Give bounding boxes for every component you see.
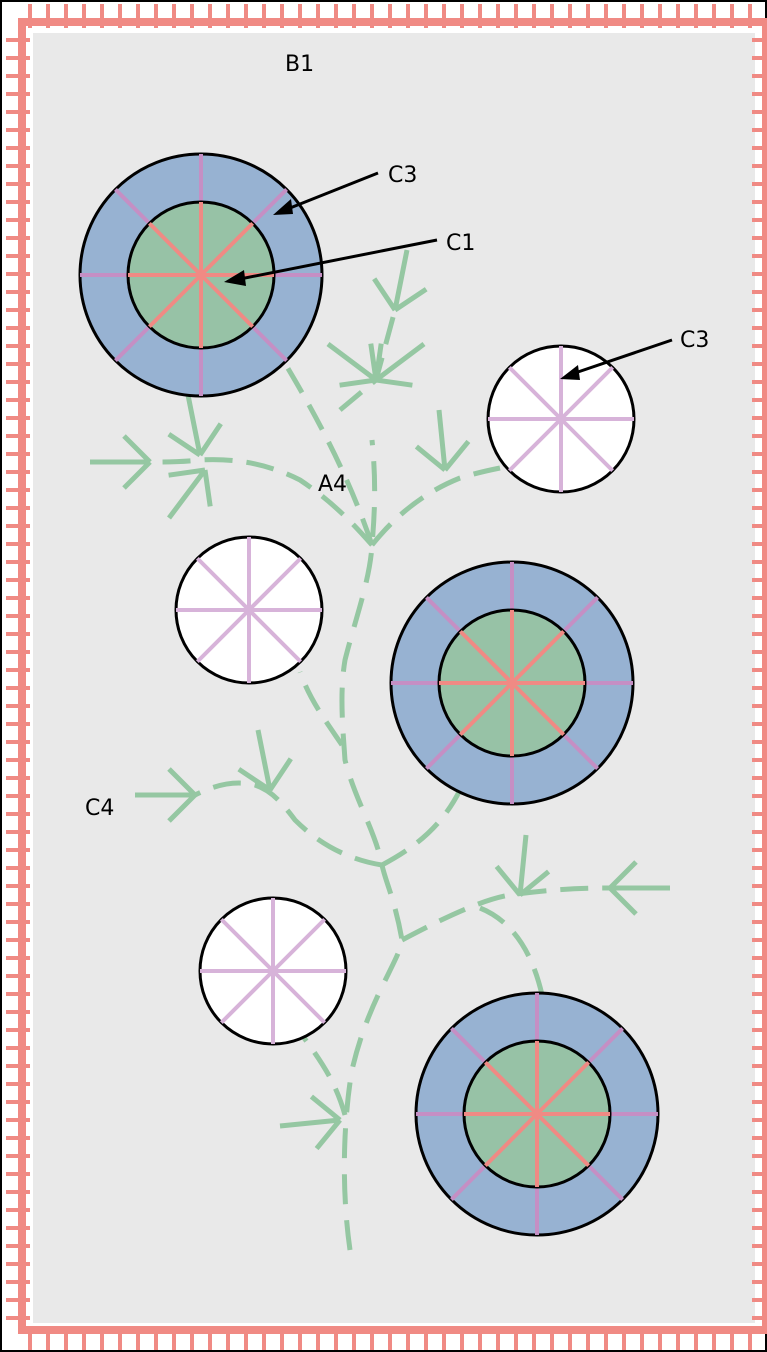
- outer-spoke: [450, 1027, 487, 1064]
- white-plant: [198, 896, 348, 1046]
- inner-spoke: [510, 629, 566, 685]
- branch-network: [90, 249, 670, 1251]
- white-spoke: [559, 365, 615, 421]
- label-callout-outer-ring: C3: [388, 163, 417, 188]
- white-plant: [486, 344, 636, 494]
- inner-spoke: [483, 1112, 539, 1168]
- branch-mid-left: [193, 780, 383, 868]
- outer-spoke: [562, 733, 599, 770]
- rose-plants: [78, 152, 660, 1237]
- branch-arrow: [279, 1094, 342, 1151]
- outer-spoke: [562, 596, 599, 633]
- rose-plant: [389, 560, 635, 806]
- white-spoke: [507, 365, 563, 421]
- branch-arrow: [237, 729, 293, 793]
- callout-arrowhead-inner: [224, 270, 246, 286]
- annotations: B1 C3 C1 C3 A4 C4: [85, 52, 709, 821]
- branch-arrow: [90, 434, 152, 490]
- white-plant: [174, 535, 324, 685]
- white-spoke: [507, 417, 563, 473]
- outer-spoke: [450, 1164, 487, 1201]
- inner-spoke: [199, 273, 255, 329]
- inner-spoke: [199, 221, 255, 277]
- branch-arrow: [608, 860, 670, 916]
- inner-spoke: [535, 1060, 591, 1116]
- branch-low-rose: [479, 905, 548, 1011]
- inner-spoke: [458, 681, 514, 737]
- white-spoke: [219, 917, 275, 973]
- callout-arrow-inner: [239, 238, 438, 281]
- label-callout-inner-disc: C1: [446, 231, 475, 256]
- outer-spoke: [251, 325, 288, 362]
- branch-mid-right: [380, 788, 463, 868]
- outer-spoke: [587, 1164, 624, 1201]
- outer-spoke: [425, 733, 462, 770]
- white-spoke: [247, 556, 303, 612]
- white-spoke: [219, 969, 275, 1025]
- callout-arrow-outer: [284, 171, 379, 212]
- inner-spoke: [535, 1112, 591, 1168]
- main-stem: [339, 439, 405, 1251]
- white-plants: [174, 344, 636, 1046]
- label-branch: C4: [85, 796, 114, 821]
- white-spoke: [271, 917, 327, 973]
- rose-plant: [414, 991, 660, 1237]
- callout-arrowhead-white: [560, 365, 580, 380]
- branch-arrow: [372, 249, 428, 313]
- bed-border: [6, 4, 767, 1350]
- inner-spoke: [510, 681, 566, 737]
- outer-spoke: [251, 188, 288, 225]
- branch-arrow: [414, 409, 471, 472]
- outer-spoke: [114, 325, 151, 362]
- branch-arrow: [167, 394, 223, 458]
- label-path: A4: [318, 472, 347, 497]
- branch-arrow: [494, 834, 551, 897]
- branch-low-right: [400, 885, 611, 943]
- branch-arrow: [326, 342, 379, 388]
- branch-arrow: [135, 767, 197, 823]
- branch-top-left: [149, 457, 374, 547]
- outer-spoke: [587, 1027, 624, 1064]
- white-spoke: [195, 556, 251, 612]
- inner-spoke: [483, 1060, 539, 1116]
- white-spoke: [247, 608, 303, 664]
- callout-arrow-white: [571, 338, 673, 376]
- white-spoke: [271, 969, 327, 1025]
- rose-plant: [78, 152, 324, 398]
- border-rail: [18, 18, 767, 1334]
- white-spoke: [559, 417, 615, 473]
- inner-spoke: [147, 221, 203, 277]
- callout-arrowhead-outer: [273, 199, 293, 215]
- branch-bottom-white: [299, 1033, 348, 1116]
- white-spoke: [195, 608, 251, 664]
- outer-spoke: [114, 188, 151, 225]
- outer-spoke: [425, 596, 462, 633]
- inner-spoke: [458, 629, 514, 685]
- branch-top-right: [370, 465, 501, 547]
- branch-top-rose: [269, 340, 375, 546]
- branch-arrow: [167, 467, 213, 520]
- inner-spoke: [147, 273, 203, 329]
- label-callout-white-circle: C3: [680, 328, 709, 353]
- label-bed: B1: [285, 52, 314, 77]
- branch-white-mid: [297, 671, 345, 747]
